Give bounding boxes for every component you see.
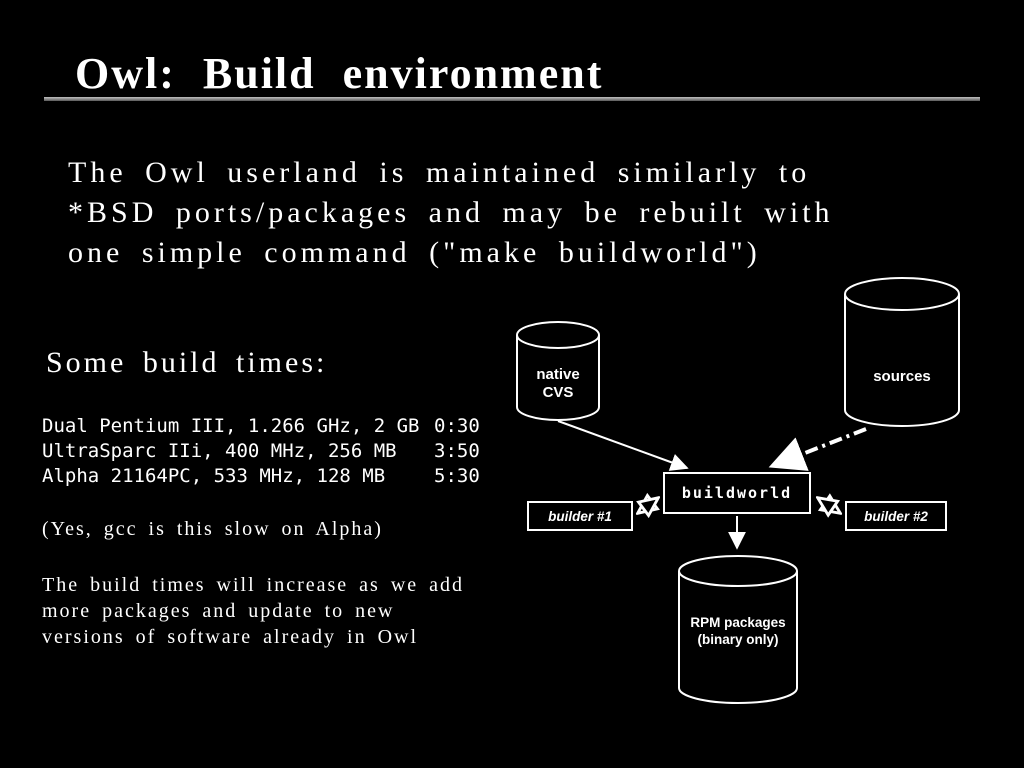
time-cell: 0:30 bbox=[434, 415, 480, 437]
intro-line-2: *BSD ports/packages and may be rebuilt w… bbox=[68, 196, 834, 229]
footer-line-1: The build times will increase as we add bbox=[42, 574, 465, 596]
note-text: (Yes, gcc is this slow on Alpha) bbox=[42, 518, 383, 540]
title-underline bbox=[44, 97, 980, 101]
footer-line-2: more packages and update to new bbox=[42, 600, 395, 622]
sources-cylinder bbox=[844, 277, 960, 427]
builder2-box: builder #2 bbox=[845, 501, 947, 531]
arrow-cvs-to-buildworld bbox=[557, 420, 689, 471]
arrow-sources-to-buildworld bbox=[768, 427, 867, 471]
build-times-table: Dual Pentium III, 1.266 GHz, 2 GB 0:30 U… bbox=[42, 414, 480, 489]
rpm-label: RPM packages (binary only) bbox=[690, 615, 786, 647]
system-cell: UltraSparc IIi, 400 MHz, 256 MB bbox=[42, 440, 397, 462]
time-cell: 5:30 bbox=[434, 465, 480, 487]
system-cell: Alpha 21164PC, 533 MHz, 128 MB bbox=[42, 465, 386, 487]
footer-line-3: versions of software already in Owl bbox=[42, 626, 419, 648]
rpm-cylinder bbox=[678, 555, 798, 704]
intro-line-3: one simple command ("make buildworld") bbox=[68, 236, 761, 269]
table-row: UltraSparc IIi, 400 MHz, 256 MB 3:50 bbox=[42, 439, 480, 464]
system-cell: Dual Pentium III, 1.266 GHz, 2 GB bbox=[42, 415, 420, 437]
intro-line-1: The Owl userland is maintained similarly… bbox=[68, 156, 811, 189]
builder1-box: builder #1 bbox=[527, 501, 633, 531]
page-title: Owl: Build environment bbox=[75, 49, 604, 98]
time-cell: 3:50 bbox=[434, 440, 480, 462]
arrow-buildworld-builder1 bbox=[638, 498, 658, 513]
footer-paragraph: The build times will increase as we add … bbox=[42, 572, 464, 650]
table-row: Alpha 21164PC, 533 MHz, 128 MB 5:30 bbox=[42, 464, 480, 489]
native-cvs-cylinder bbox=[516, 321, 600, 421]
arrow-buildworld-builder2 bbox=[818, 498, 840, 513]
native-cvs-label: native CVS bbox=[536, 366, 580, 401]
sources-label: sources bbox=[873, 368, 931, 385]
table-row: Dual Pentium III, 1.266 GHz, 2 GB 0:30 bbox=[42, 414, 480, 439]
build-times-heading: Some build times: bbox=[46, 346, 328, 379]
intro-paragraph: The Owl userland is maintained similarly… bbox=[68, 153, 834, 273]
buildworld-box: buildworld bbox=[663, 472, 811, 514]
